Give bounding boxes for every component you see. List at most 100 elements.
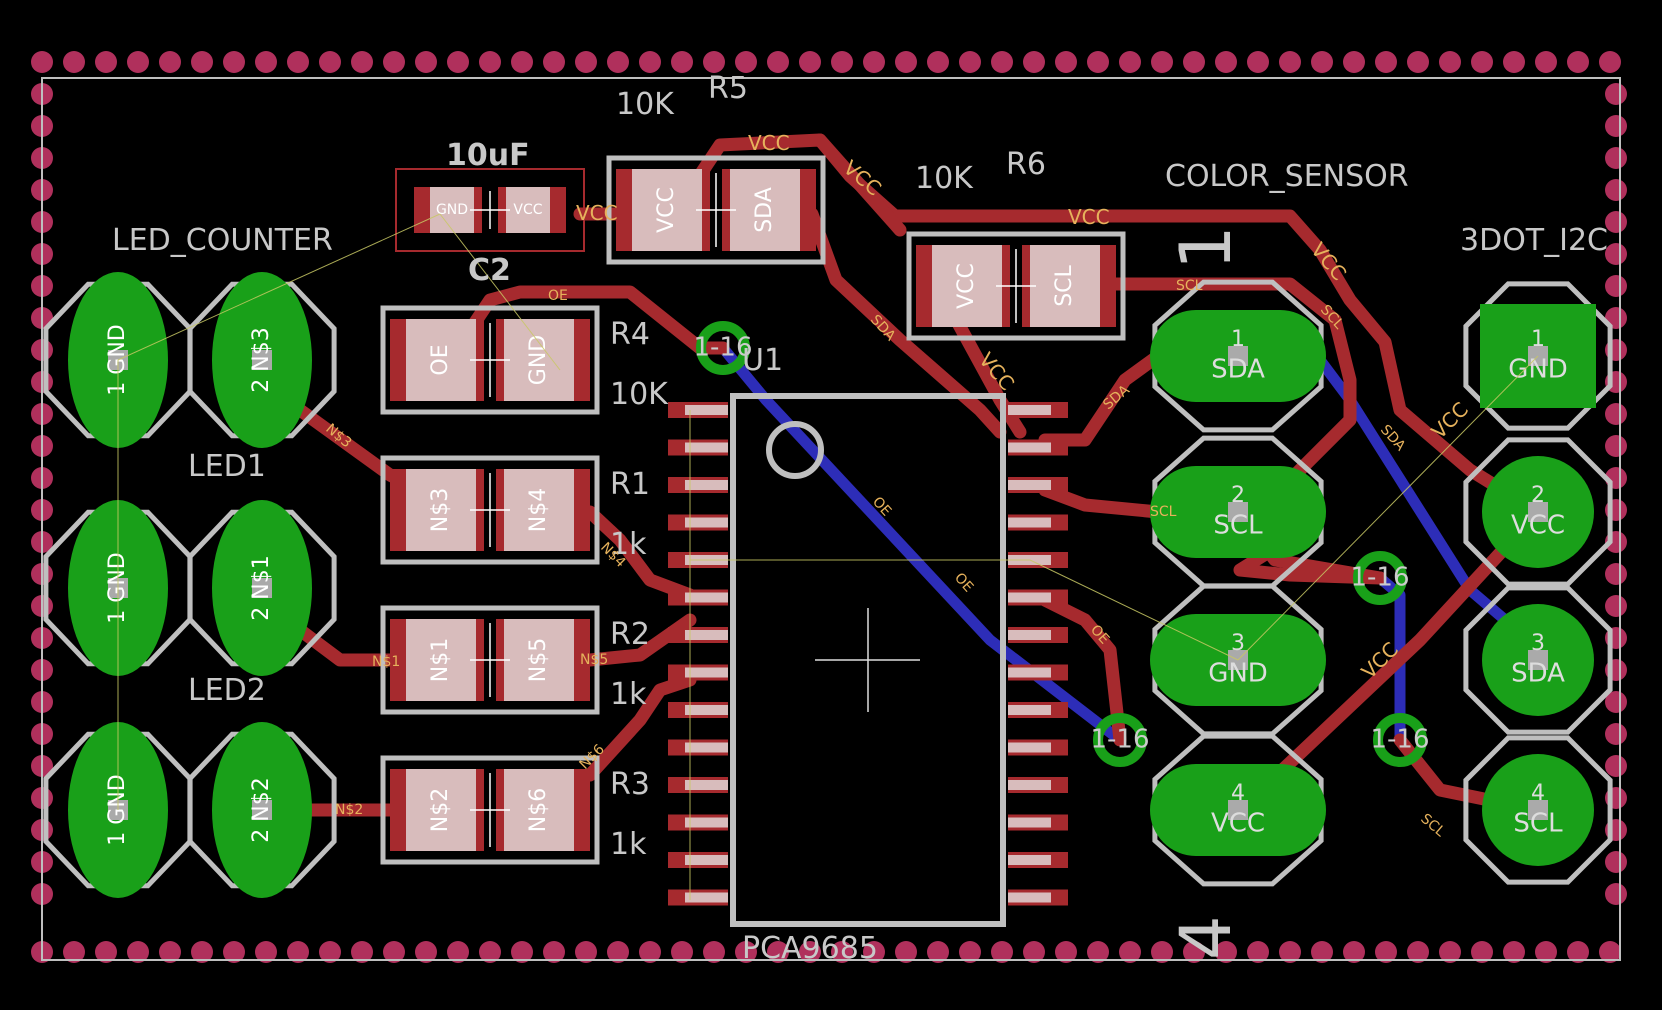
stitch-via xyxy=(1151,941,1173,963)
u1-right-pin-mask xyxy=(1008,817,1051,828)
stitch-via xyxy=(511,51,533,73)
u1-right-pin-mask xyxy=(1008,480,1051,490)
stitch-via xyxy=(703,51,725,73)
stitch-via xyxy=(1599,941,1621,963)
stitch-via xyxy=(127,941,149,963)
stitch-via xyxy=(1343,941,1365,963)
dot-i2c-pad-outline xyxy=(1463,735,1613,885)
stitch-via xyxy=(223,51,245,73)
r2-value: 1k xyxy=(610,677,647,712)
stitch-via xyxy=(1567,51,1589,73)
trace-vcc-r6 xyxy=(813,133,907,237)
u1-right-pin-mask xyxy=(1008,517,1051,528)
airwire xyxy=(117,213,441,361)
stitch-via xyxy=(1605,83,1627,105)
stitch-via xyxy=(1023,51,1045,73)
stitch-via xyxy=(1605,211,1627,233)
led2-label: LED2 xyxy=(188,673,266,708)
stitch-via xyxy=(863,941,885,963)
stitch-via xyxy=(1087,941,1109,963)
u1-right-pin-mask xyxy=(1008,855,1051,865)
via xyxy=(1093,713,1147,767)
dot-i2c-pad-outline xyxy=(1463,437,1613,587)
r3-pin2-net: N$6 xyxy=(526,788,551,832)
u1-left-pin-mask xyxy=(685,705,728,715)
net-label-n5: N$5 xyxy=(580,652,608,668)
stitch-via xyxy=(1375,51,1397,73)
r2-outline xyxy=(380,605,600,715)
stitch-via xyxy=(1605,435,1627,457)
stitch-via xyxy=(479,51,501,73)
stitch-via xyxy=(1055,941,1077,963)
r3-name: R3 xyxy=(610,767,650,802)
r6-pin2-net: SCL xyxy=(1052,264,1077,306)
r4-pad-1 xyxy=(406,319,476,401)
r3-pad-1 xyxy=(406,769,476,851)
stitch-via xyxy=(95,51,117,73)
u1-left-pin-mask xyxy=(685,592,728,603)
u1-left-pin-mask xyxy=(685,742,728,753)
stitch-via xyxy=(1183,941,1205,963)
stitch-via xyxy=(799,941,821,963)
stitch-via xyxy=(447,51,469,73)
stitch-via xyxy=(735,941,757,963)
u1-right-pin-mask xyxy=(1008,742,1051,753)
led-pad-drill xyxy=(252,800,272,820)
r1-pin2-net: N$4 xyxy=(526,488,551,532)
stitch-via xyxy=(191,941,213,963)
stitch-via xyxy=(1471,51,1493,73)
color-sensor-pin-last: 4 xyxy=(1165,915,1247,960)
stitch-via xyxy=(287,51,309,73)
stitch-via xyxy=(1247,51,1269,73)
stitch-via xyxy=(1439,941,1461,963)
u1-left-pin-mask xyxy=(685,442,728,453)
u1-left-pin-mask xyxy=(685,855,728,865)
stitch-via xyxy=(415,941,437,963)
color-sensor-pin-net: VCC xyxy=(1211,809,1265,839)
r1-pin1-net: N$3 xyxy=(428,488,453,532)
stitch-via xyxy=(319,941,341,963)
u1-right-pin-mask xyxy=(1008,780,1051,790)
stitch-via xyxy=(1605,851,1627,873)
r4-value: 10K xyxy=(610,377,669,412)
stitch-via xyxy=(1605,243,1627,265)
stitch-via xyxy=(287,941,309,963)
c2-silk-box xyxy=(395,168,585,252)
u1-right-pin-mask xyxy=(1008,630,1051,640)
stitch-via xyxy=(639,51,661,73)
trace-vcc-top xyxy=(693,133,1545,519)
airwire xyxy=(1237,355,1539,661)
stitch-via xyxy=(703,941,725,963)
stitch-via xyxy=(95,941,117,963)
r6-pin1-net: VCC xyxy=(954,263,979,309)
stitch-via xyxy=(1279,51,1301,73)
r4-pin1-net: OE xyxy=(428,344,453,375)
net-label-vcc: VCC xyxy=(748,131,790,155)
trace-oe-bottom xyxy=(717,342,1126,746)
net-label-scl: SCL xyxy=(1150,504,1177,520)
stitch-via xyxy=(1119,941,1141,963)
dot-i2c-pad-drill xyxy=(1528,502,1548,522)
stitch-via xyxy=(767,941,789,963)
c2-name: C2 xyxy=(468,253,511,288)
stitch-via xyxy=(671,941,693,963)
u1-left-pin-mask xyxy=(685,892,728,903)
color-sensor-pin-first: 1 xyxy=(1165,225,1247,270)
r3-outline xyxy=(380,755,600,865)
stitch-via xyxy=(607,51,629,73)
u1-body xyxy=(730,393,1006,927)
u1-left-pin-mask xyxy=(685,780,728,790)
stitch-via xyxy=(415,51,437,73)
dot-i2c-pin-number: 1 xyxy=(1531,327,1545,352)
via-label: 1-16 xyxy=(1350,563,1409,593)
stitch-via xyxy=(895,941,917,963)
dot-i2c-label: 3DOT_I2C xyxy=(1460,223,1608,258)
dot-i2c-pin-net: SCL xyxy=(1513,809,1563,839)
r6-name: R6 xyxy=(1006,147,1046,182)
color-sensor-pad-drill xyxy=(1228,502,1248,522)
r6-value: 10K xyxy=(915,161,974,196)
dot-i2c-pin-number: 4 xyxy=(1531,781,1545,806)
stitch-via xyxy=(1279,941,1301,963)
stitch-via xyxy=(1503,941,1525,963)
stitch-via xyxy=(671,51,693,73)
